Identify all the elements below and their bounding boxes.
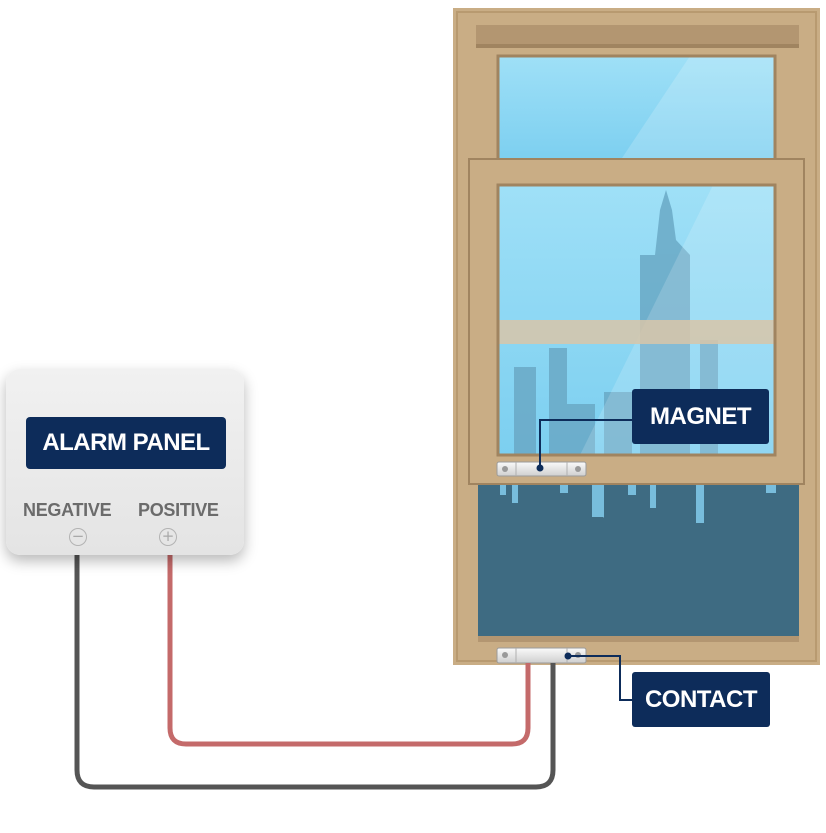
negative-label: NEGATIVE	[23, 500, 112, 520]
magnet-callout: MAGNET	[632, 389, 769, 444]
window	[453, 8, 820, 665]
magnet-leader-line	[539, 419, 632, 468]
positive-label: POSITIVE	[138, 500, 219, 520]
contact-callout: CONTACT	[632, 672, 770, 727]
contact-leader-line	[568, 655, 632, 701]
positive-terminal-icon: +	[159, 528, 177, 546]
upper-pane	[498, 56, 775, 161]
positive-wire	[167, 555, 531, 747]
lower-pane	[478, 483, 799, 638]
alarm-panel-title: ALARM PANEL	[26, 417, 226, 469]
alarm-panel: ALARM PANEL NEGATIVE POSITIVE − +	[6, 369, 244, 555]
negative-terminal-icon: −	[69, 528, 87, 546]
negative-wire	[74, 555, 556, 790]
